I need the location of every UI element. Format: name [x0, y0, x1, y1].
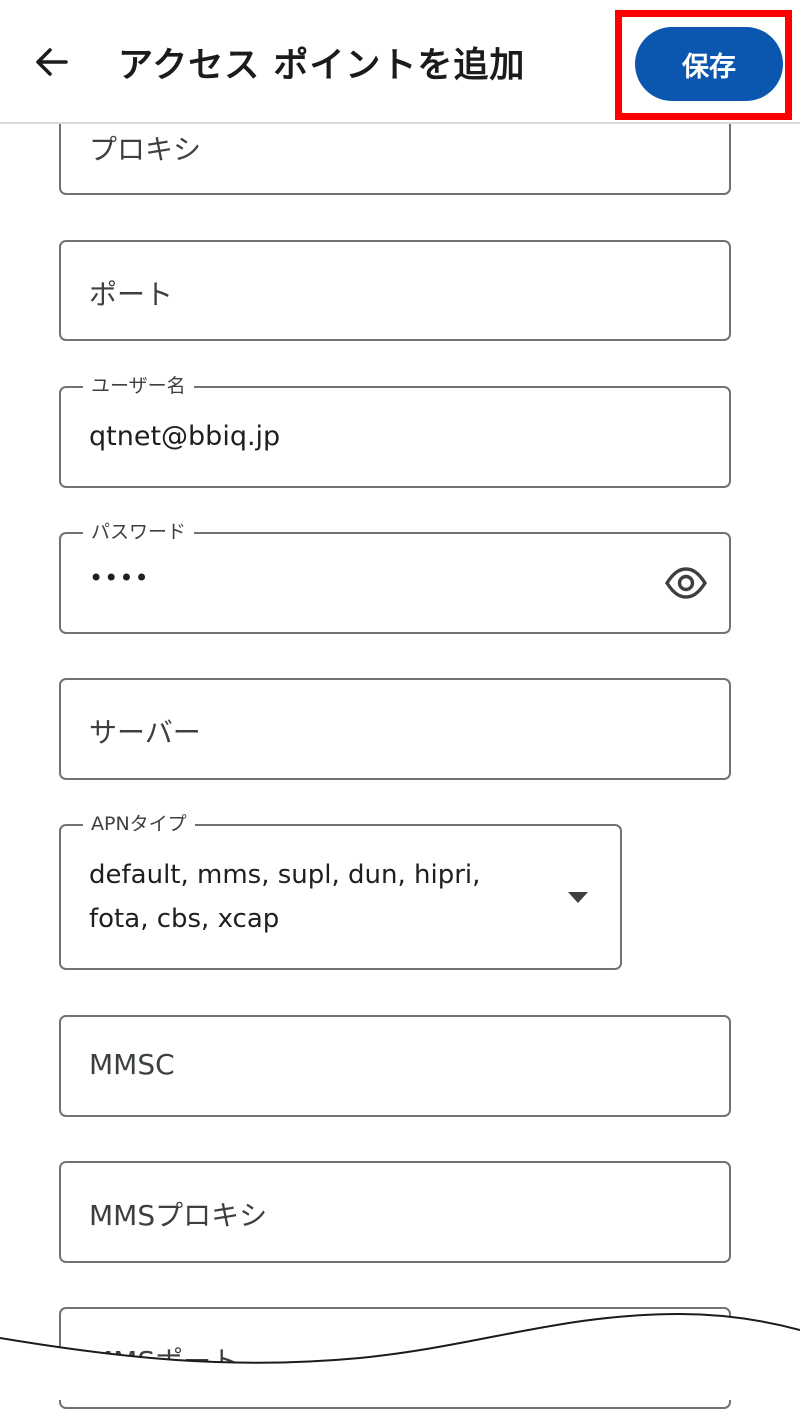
username-label: ユーザー名	[83, 373, 194, 399]
apn-type-label: APNタイプ	[83, 811, 195, 837]
username-field[interactable]: ユーザー名 qtnet@bbiq.jp	[59, 373, 731, 488]
back-button[interactable]	[30, 40, 74, 84]
page-title: アクセス ポイントを追加	[118, 46, 526, 86]
password-label: パスワード	[83, 519, 195, 545]
password-field[interactable]: パスワード ••••	[59, 519, 731, 634]
arrow-left-icon	[36, 48, 68, 76]
apn-type-value-line2: fota, cbs, xcap	[89, 904, 280, 934]
password-value: ••••	[89, 564, 150, 592]
show-password-toggle[interactable]	[664, 564, 708, 602]
apn-type-dropdown[interactable]: APNタイプ default, mms, supl, dun, hipri, f…	[59, 811, 622, 970]
dropdown-arrow-icon	[568, 892, 588, 903]
server-placeholder: サーバー	[89, 716, 201, 749]
torn-edge-decoration	[0, 1312, 800, 1400]
port-placeholder: ポート	[89, 278, 174, 311]
mmsc-placeholder: MMSC	[89, 1048, 175, 1081]
port-field[interactable]: ポート	[59, 240, 731, 341]
server-field[interactable]: サーバー	[59, 678, 731, 780]
apn-type-value-line1: default, mms, supl, dun, hipri,	[89, 860, 481, 890]
app-bar: アクセス ポイントを追加 保存	[0, 0, 800, 124]
eye-icon	[664, 567, 708, 599]
username-value: qtnet@bbiq.jp	[89, 421, 281, 452]
mmsc-field[interactable]: MMSC	[59, 1015, 731, 1117]
proxy-placeholder: プロキシ	[89, 133, 202, 166]
mms-proxy-placeholder: MMSプロキシ	[89, 1199, 268, 1232]
mms-proxy-field[interactable]: MMSプロキシ	[59, 1161, 731, 1263]
highlight-box	[615, 10, 792, 120]
save-button[interactable]: 保存	[635, 27, 783, 101]
